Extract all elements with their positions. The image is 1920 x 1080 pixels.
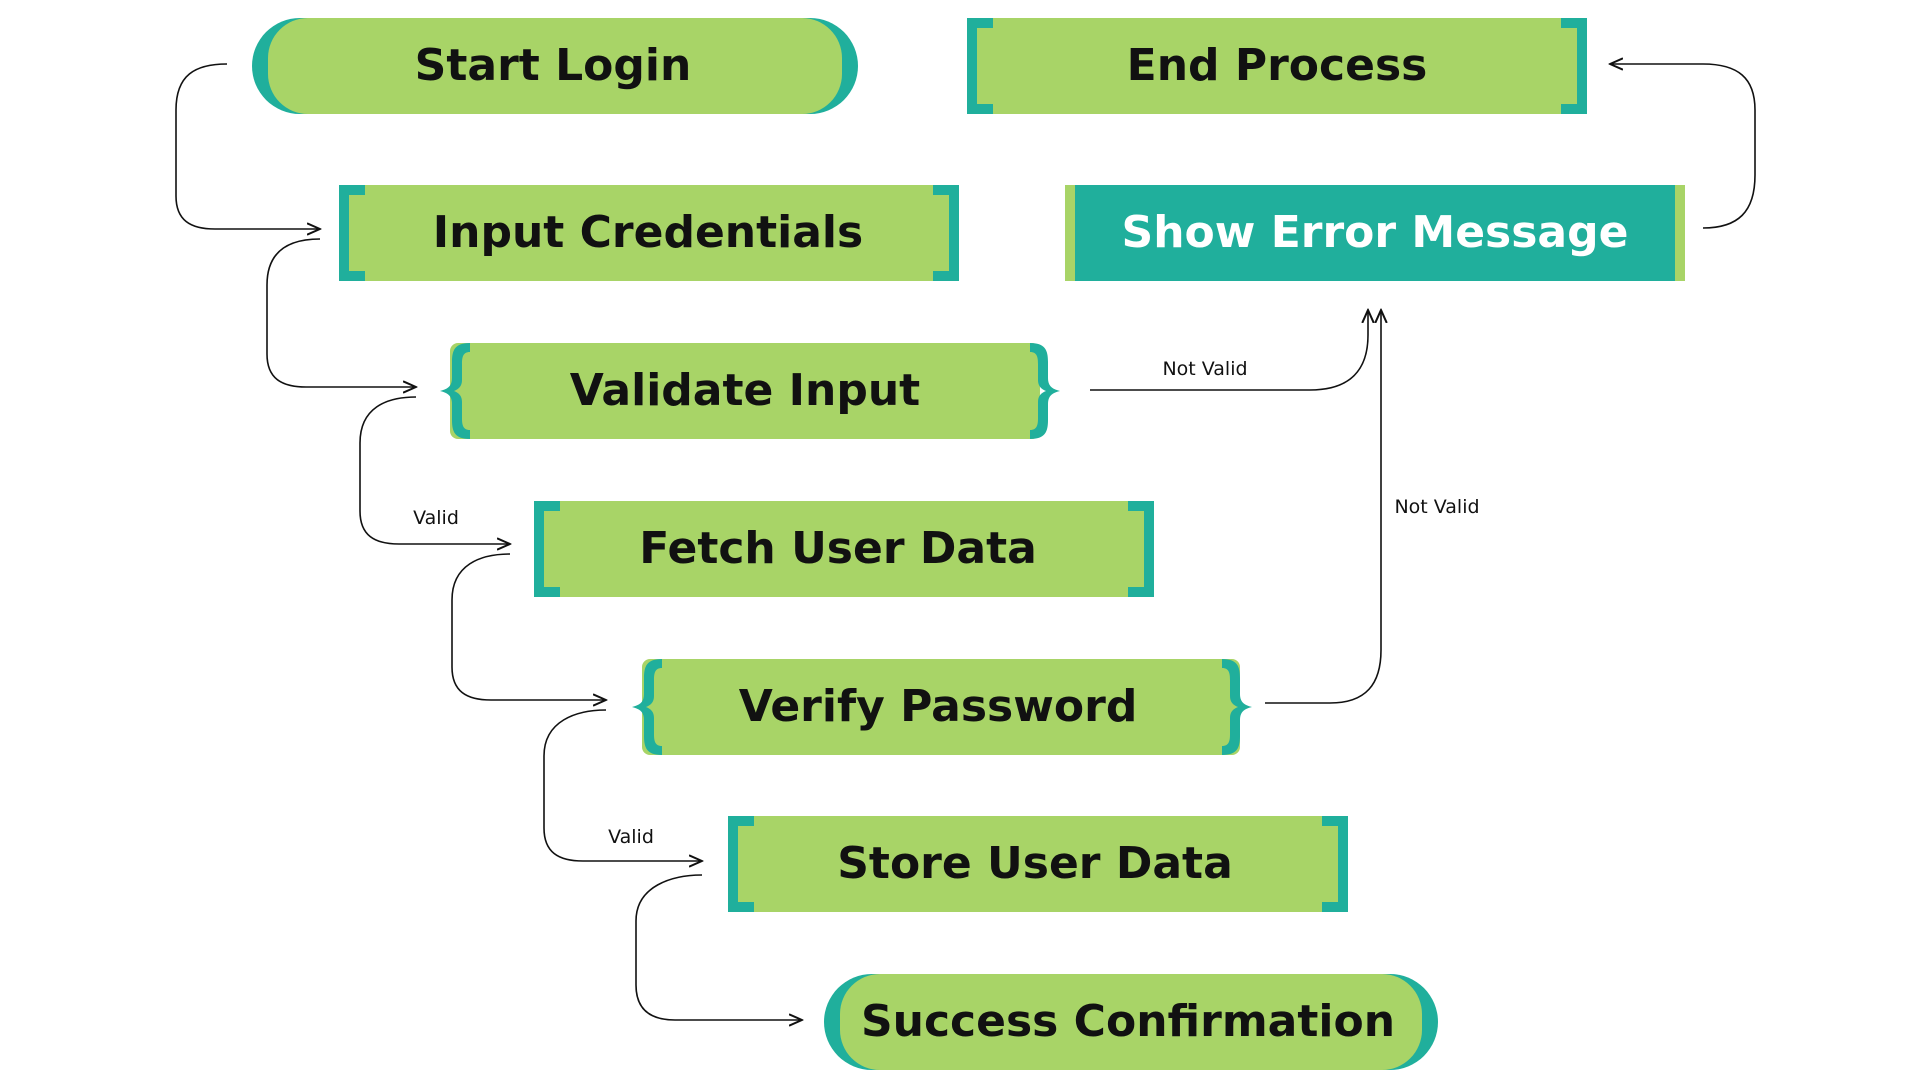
edge-input-to-validate [266, 238, 416, 387]
node-label-end-process: End Process [1127, 40, 1428, 91]
node-label-start-login: Start Login [415, 40, 692, 91]
node-success-confirmation[interactable]: Success Confirmation [824, 974, 1438, 1080]
edge-fetch-to-verify [451, 553, 606, 700]
node-store-user-data[interactable]: Store User Data [728, 816, 1348, 912]
node-label-success-confirmation: Success Confirmation [861, 996, 1395, 1047]
node-verify-password[interactable]: Verify Password [632, 659, 1252, 755]
node-fetch-user-data[interactable]: Fetch User Data [534, 501, 1154, 597]
edge-store-to-success [635, 874, 802, 1020]
node-label-store-user-data: Store User Data [837, 838, 1233, 889]
node-label-input-credentials: Input Credentials [433, 207, 863, 258]
node-show-error-message[interactable]: Show Error Message [1065, 185, 1685, 281]
edge-start-to-input [175, 63, 320, 229]
edges: Not Valid Valid Not Valid Valid [175, 63, 1756, 1020]
edge-label-validate-not-valid: Not Valid [1162, 358, 1247, 380]
edge-label-verify-not-valid: Not Valid [1394, 496, 1479, 518]
edge-validate-to-fetch [359, 396, 510, 544]
nodes: Start Login End Process Input Credential… [252, 0, 1685, 1080]
node-label-show-error-message: Show Error Message [1122, 207, 1629, 258]
edge-label-validate-valid: Valid [413, 507, 459, 529]
edge-error-to-end [1610, 64, 1756, 229]
node-label-verify-password: Verify Password [739, 681, 1138, 732]
node-label-fetch-user-data: Fetch User Data [639, 523, 1037, 574]
edge-label-verify-valid: Valid [608, 826, 654, 848]
node-end-process[interactable]: End Process [967, 18, 1587, 114]
edge-verify-to-error [1265, 310, 1381, 704]
node-start-login[interactable]: Start Login [252, 0, 858, 114]
edge-validate-to-error [1090, 310, 1368, 391]
node-input-credentials[interactable]: Input Credentials [339, 185, 959, 281]
node-label-validate-input: Validate Input [570, 365, 920, 416]
edge-verify-to-store [543, 709, 702, 861]
node-validate-input[interactable]: Validate Input [440, 343, 1060, 439]
